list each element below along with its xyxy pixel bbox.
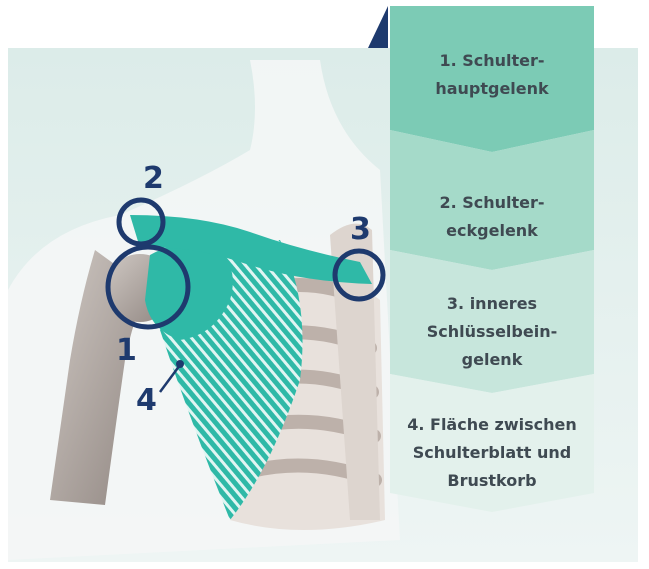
step-3: 3. inneres Schlüsselbein- gelenk bbox=[390, 280, 594, 384]
step-3-line-1: 3. inneres bbox=[427, 290, 557, 318]
steps-list: 1. Schulter- hauptgelenk 2. Schulter- ec… bbox=[390, 10, 594, 500]
callout-dot-4 bbox=[176, 360, 184, 368]
step-1: 1. Schulter- hauptgelenk bbox=[390, 10, 594, 140]
step-4-line-3: Brustkorb bbox=[407, 467, 577, 495]
callout-label-4: 4 bbox=[136, 383, 157, 418]
step-1-line-1: 1. Schulter- bbox=[435, 47, 548, 75]
callout-label-3: 3 bbox=[350, 212, 371, 247]
step-2-line-2: eckgelenk bbox=[439, 217, 544, 245]
callout-label-2: 2 bbox=[143, 161, 164, 196]
step-3-line-2: Schlüsselbein- bbox=[427, 318, 557, 346]
corner-accent bbox=[368, 6, 388, 48]
callout-label-1: 1 bbox=[116, 333, 137, 368]
step-4: 4. Fläche zwischen Schulterblatt und Bru… bbox=[390, 403, 594, 503]
step-2-line-1: 2. Schulter- bbox=[439, 189, 544, 217]
step-4-line-2: Schulterblatt und bbox=[407, 439, 577, 467]
step-1-line-2: hauptgelenk bbox=[435, 75, 548, 103]
step-4-line-1: 4. Fläche zwischen bbox=[407, 411, 577, 439]
step-3-line-3: gelenk bbox=[427, 346, 557, 374]
step-2: 2. Schulter- eckgelenk bbox=[390, 162, 594, 272]
